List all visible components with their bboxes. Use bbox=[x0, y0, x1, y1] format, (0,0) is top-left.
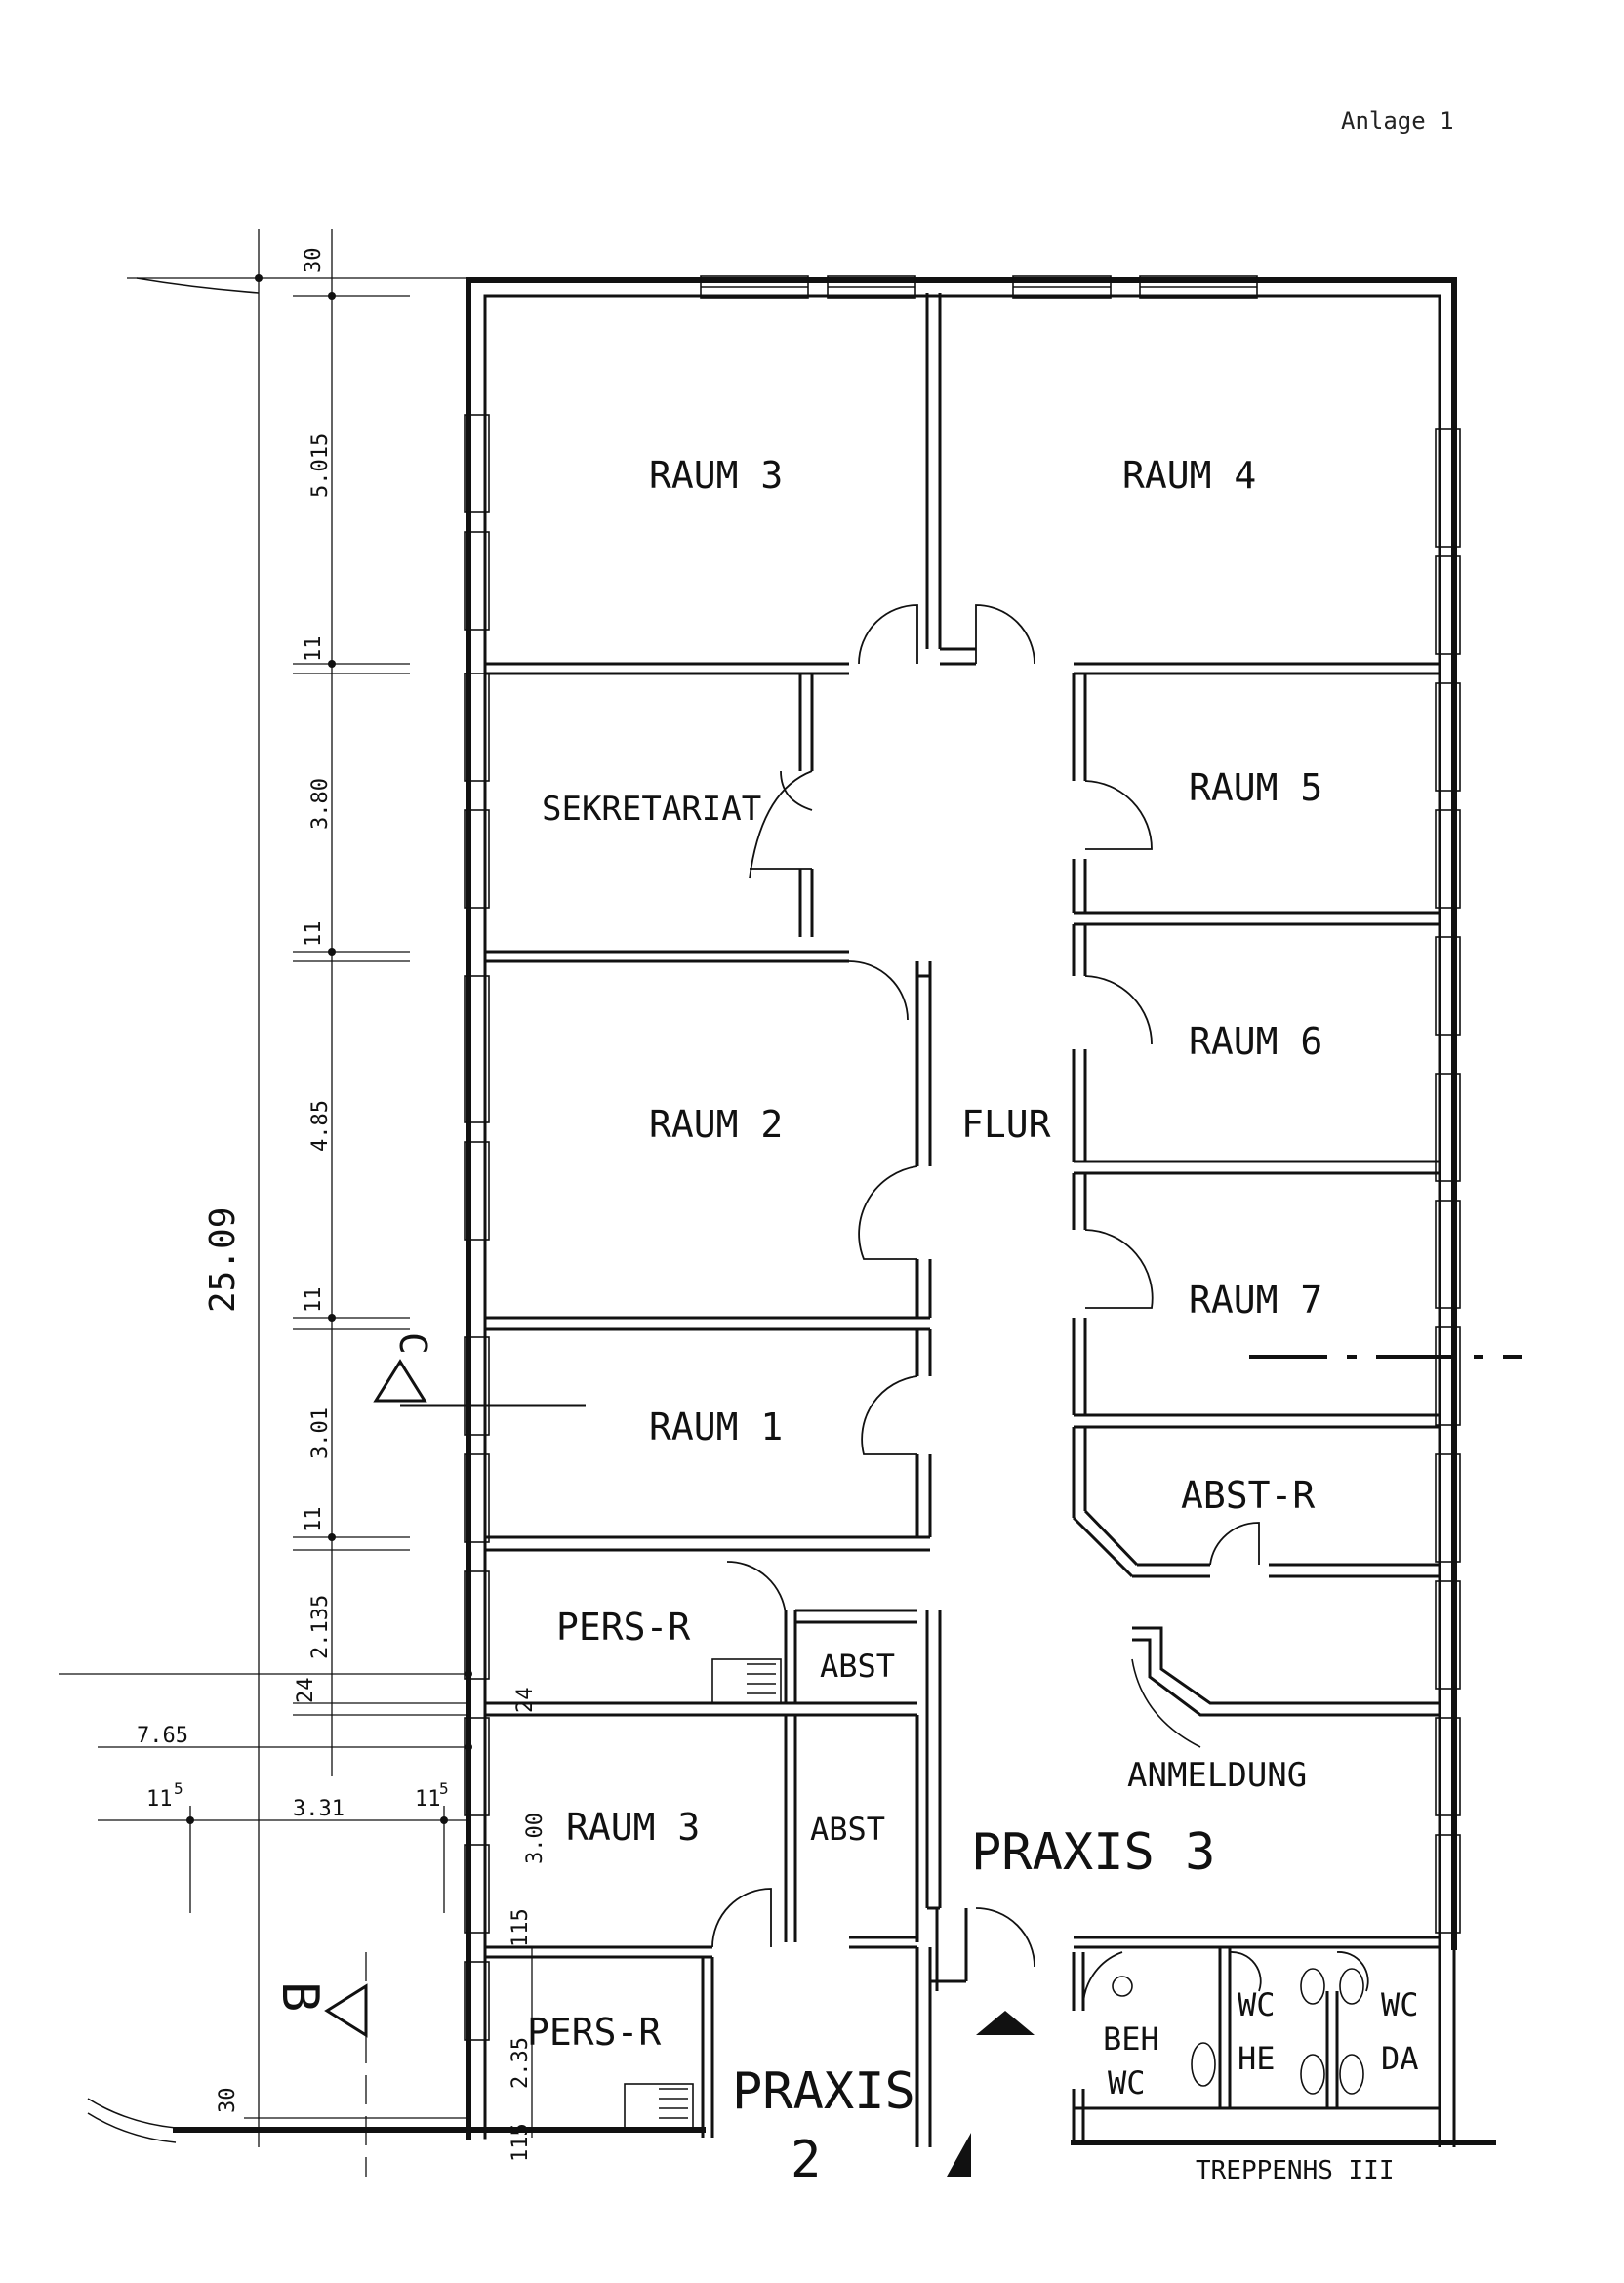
dim-301: 3.01 bbox=[308, 1407, 333, 1459]
room-wc-he-a: WC bbox=[1238, 1986, 1276, 2023]
dimension-texts: 25.09 30 5.015 11 3.80 11 4.85 11 3.01 1… bbox=[137, 248, 548, 2163]
room-raum3-top: RAUM 3 bbox=[649, 454, 783, 497]
entrance-arrow-icon bbox=[976, 2011, 1035, 2035]
room-sekretariat: SEKRETARIAT bbox=[542, 790, 761, 829]
room-raum3-lower: RAUM 3 bbox=[566, 1806, 700, 1849]
dim-765: 7.65 bbox=[137, 1724, 188, 1748]
room-raum4: RAUM 4 bbox=[1122, 454, 1256, 497]
dim-115-right: 11 bbox=[415, 1787, 441, 1812]
annex-label: Anlage 1 bbox=[1341, 107, 1454, 135]
room-raum2: RAUM 2 bbox=[649, 1103, 783, 1146]
room-praxis2-b: 2 bbox=[791, 2131, 821, 2189]
dim-24-b: 24 bbox=[513, 1688, 538, 1714]
dim-485: 4.85 bbox=[308, 1100, 333, 1152]
fixtures bbox=[624, 1658, 1364, 2129]
right-windows bbox=[1435, 428, 1461, 1934]
room-wc-da-a: WC bbox=[1381, 1986, 1419, 2023]
room-raum7: RAUM 7 bbox=[1189, 1279, 1322, 1322]
room-raum5: RAUM 5 bbox=[1189, 766, 1322, 809]
dim-115-left: 11 bbox=[146, 1787, 173, 1812]
room-flur: FLUR bbox=[961, 1103, 1051, 1146]
outer-walls bbox=[173, 277, 1496, 2145]
room-abst-lower: ABST bbox=[810, 1811, 885, 1848]
room-pers-r-upper: PERS-R bbox=[556, 1606, 690, 1649]
dim-115-d: 11 bbox=[302, 1507, 326, 1533]
dim-235: 2.35 bbox=[508, 2037, 533, 2089]
dim-total: 25.09 bbox=[203, 1207, 243, 1313]
room-wc-da-b: DA bbox=[1381, 2040, 1419, 2077]
room-beh: BEH bbox=[1103, 2020, 1159, 2058]
dim-2135: 2.135 bbox=[308, 1595, 333, 1659]
section-marks: C B bbox=[270, 1332, 1522, 2177]
section-c-triangle-icon bbox=[373, 1359, 427, 1403]
dim-115-f: 115 bbox=[508, 2123, 533, 2162]
room-praxis2-a: PRAXIS bbox=[732, 2062, 915, 2121]
dim-380: 3.80 bbox=[308, 778, 333, 830]
dim-331: 3.31 bbox=[293, 1797, 345, 1821]
dim-30-top: 30 bbox=[302, 248, 326, 274]
left-windows bbox=[464, 414, 490, 2041]
room-pers-r-lower: PERS-R bbox=[527, 2011, 661, 2054]
dim-30-bottom: 30 bbox=[216, 2088, 240, 2114]
room-labels: RAUM 3 RAUM 4 SEKRETARIAT RAUM 5 RAUM 6 … bbox=[527, 454, 1419, 2189]
section-mark-c: C bbox=[391, 1332, 434, 1355]
room-raum6: RAUM 6 bbox=[1189, 1020, 1322, 1063]
room-beh-wc: WC bbox=[1108, 2064, 1146, 2101]
top-windows bbox=[700, 275, 1258, 299]
section-mark-b: B bbox=[270, 1981, 329, 2012]
room-wc-he-b: HE bbox=[1238, 2040, 1276, 2077]
room-abst-r: ABST-R bbox=[1181, 1474, 1315, 1517]
section-b-triangle-icon bbox=[324, 1983, 368, 2038]
dim-300: 3.00 bbox=[523, 1813, 548, 1864]
lower-arrow-icon bbox=[947, 2133, 971, 2177]
dimension-lines bbox=[59, 229, 533, 2147]
dim-sup5-left: 5 bbox=[174, 1779, 183, 1798]
room-abst-upper: ABST bbox=[820, 1648, 895, 1685]
dim-115-b: 11 bbox=[302, 921, 326, 948]
dim-115-e: 115 bbox=[508, 1908, 533, 1947]
doors bbox=[711, 604, 1369, 2012]
room-anmeldung: ANMELDUNG bbox=[1127, 1756, 1307, 1795]
site-curves bbox=[87, 277, 260, 2143]
interior-walls bbox=[485, 293, 1456, 2147]
dim-sup5-right: 5 bbox=[439, 1779, 449, 1798]
room-treppenhaus: TREPPENHS III bbox=[1196, 2156, 1395, 2185]
dim-115-a: 11 bbox=[302, 636, 326, 663]
room-raum1: RAUM 1 bbox=[649, 1406, 783, 1448]
room-praxis3: PRAXIS 3 bbox=[971, 1823, 1215, 1882]
dim-24-a: 24 bbox=[294, 1678, 318, 1704]
dim-5015: 5.015 bbox=[308, 433, 333, 498]
dim-115-c: 11 bbox=[302, 1287, 326, 1314]
